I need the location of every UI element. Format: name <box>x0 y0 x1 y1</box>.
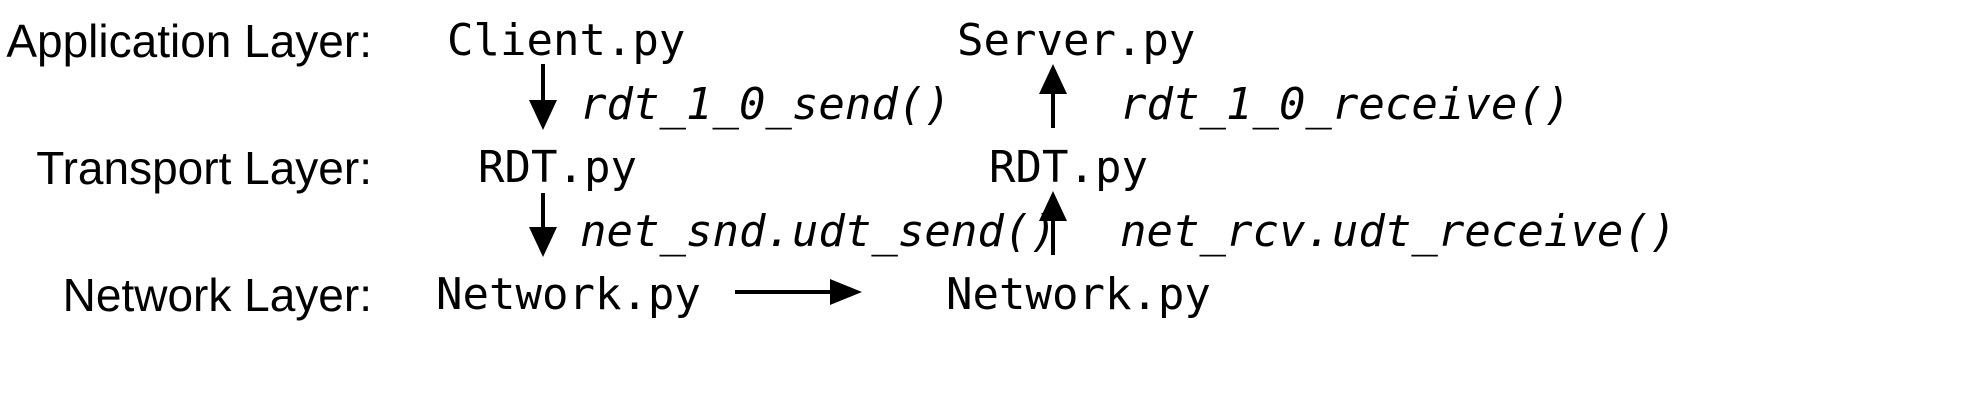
server-receive-call: rdt_1_0_receive() <box>1120 79 1571 130</box>
layer-label-network: Network Layer: <box>62 269 372 321</box>
client-transport-file: RDT.py <box>478 142 637 193</box>
client-send-call: rdt_1_0_send() <box>580 79 951 130</box>
layer-label-application: Application Layer: <box>6 15 372 67</box>
arrow-down-client-app-to-transport <box>529 64 557 130</box>
server-udt-receive-call: net_rcv.udt_receive() <box>1120 206 1677 257</box>
client-udt-send-call: net_snd.udt_send() <box>580 206 1057 257</box>
arrow-up-server-transport-to-app <box>1039 64 1067 128</box>
arrow-right-network-to-network <box>735 279 862 305</box>
server-network-file: Network.py <box>946 269 1211 320</box>
arrow-down-client-transport-to-network <box>529 193 557 257</box>
server-transport-file: RDT.py <box>989 142 1148 193</box>
layer-label-transport: Transport Layer: <box>36 142 372 194</box>
client-network-file: Network.py <box>436 269 701 320</box>
client-app-file: Client.py <box>447 15 686 66</box>
server-app-file: Server.py <box>957 15 1196 66</box>
arrow-up-server-network-to-transport <box>1039 191 1067 255</box>
